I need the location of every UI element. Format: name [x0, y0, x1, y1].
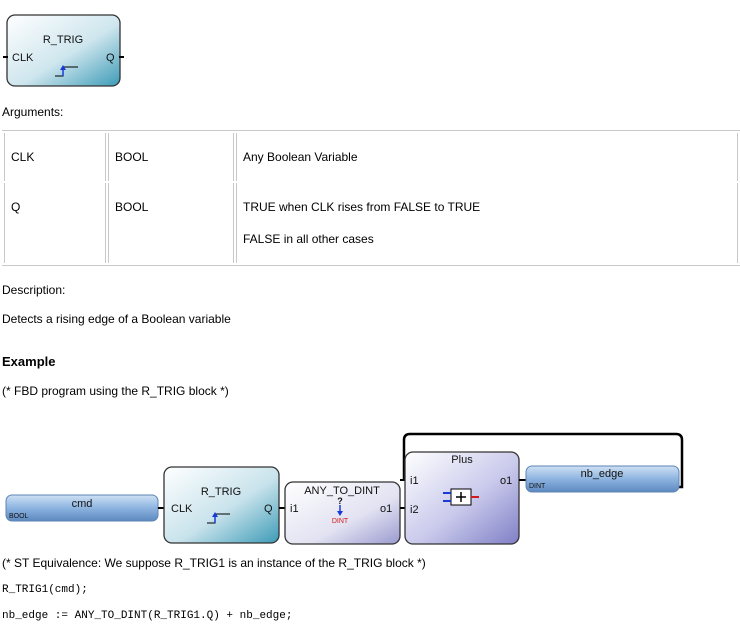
st-code-line-1: R_TRIG1(cmd);	[2, 584, 88, 596]
any-to-dint-block[interactable]: ANY_TO_DINT i1 o1 ? DINT	[284, 481, 401, 545]
example-heading: Example	[2, 354, 56, 369]
block-output-q: Q	[106, 52, 115, 64]
r-trig-block-output: Q	[264, 503, 273, 515]
description-label: Description:	[2, 283, 66, 297]
any-to-dint-output: o1	[380, 503, 392, 515]
nb-edge-variable-name: nb_edge	[581, 468, 624, 480]
arg-description: Any Boolean Variable	[243, 150, 358, 164]
any-to-dint-name: ANY_TO_DINT	[304, 485, 380, 497]
cmd-variable-name: cmd	[72, 498, 93, 510]
cmd-variable-box[interactable]: cmd BOOL	[5, 494, 159, 522]
any-to-dint-type: DINT	[332, 518, 349, 525]
arg-name: CLK	[11, 150, 35, 164]
fbd-diagram: cmd BOOL R_TRIG CLK Q ANY_TO_DINT i1 o1 …	[5, 432, 684, 545]
plus-block-input-1: i1	[410, 475, 419, 487]
plus-block[interactable]: Plus i1 i2 o1	[404, 451, 520, 545]
block-name: R_TRIG	[43, 34, 83, 46]
r-trig-block-input: CLK	[171, 503, 193, 515]
plus-block-output: o1	[500, 475, 512, 487]
plus-block-name: Plus	[451, 454, 473, 466]
r-trig-block[interactable]: R_TRIG CLK Q	[163, 466, 280, 544]
nb-edge-variable-type: DINT	[529, 483, 546, 490]
r-trig-block-illustration: R_TRIG CLK Q	[3, 14, 124, 87]
arguments-table: CLK BOOL Any Boolean Variable Q BOOL TRU…	[2, 130, 740, 266]
conversion-icon: ?	[337, 496, 343, 516]
arg-type: BOOL	[115, 150, 149, 164]
nb-edge-variable-box[interactable]: nb_edge DINT	[525, 465, 680, 493]
arg-description-line-1: TRUE when CLK rises from FALSE to TRUE	[243, 200, 481, 214]
block-input-clk: CLK	[12, 52, 34, 64]
st-code-line-2: nb_edge := ANY_TO_DINT(R_TRIG1.Q) + nb_e…	[2, 610, 293, 622]
plus-icon	[443, 488, 479, 506]
st-comment: (* ST Equivalence: We suppose R_TRIG1 is…	[2, 556, 426, 570]
table-row: CLK BOOL Any Boolean Variable	[4, 133, 738, 181]
table-row: Q BOOL TRUE when CLK rises from FALSE to…	[4, 183, 738, 263]
rising-edge-icon	[207, 512, 230, 524]
arguments-label: Arguments:	[2, 105, 64, 119]
description-text: Detects a rising edge of a Boolean varia…	[2, 312, 231, 326]
r-trig-block-name: R_TRIG	[201, 486, 241, 498]
cmd-variable-type: BOOL	[9, 513, 29, 520]
fbd-comment: (* FBD program using the R_TRIG block *)	[2, 384, 229, 398]
arg-description-line-2: FALSE in all other cases	[243, 232, 374, 246]
svg-text:?: ?	[337, 496, 343, 506]
arg-name: Q	[11, 200, 21, 214]
any-to-dint-input: i1	[290, 503, 299, 515]
plus-block-input-2: i2	[410, 504, 419, 516]
arg-type: BOOL	[115, 200, 149, 214]
rising-edge-icon	[55, 65, 78, 77]
